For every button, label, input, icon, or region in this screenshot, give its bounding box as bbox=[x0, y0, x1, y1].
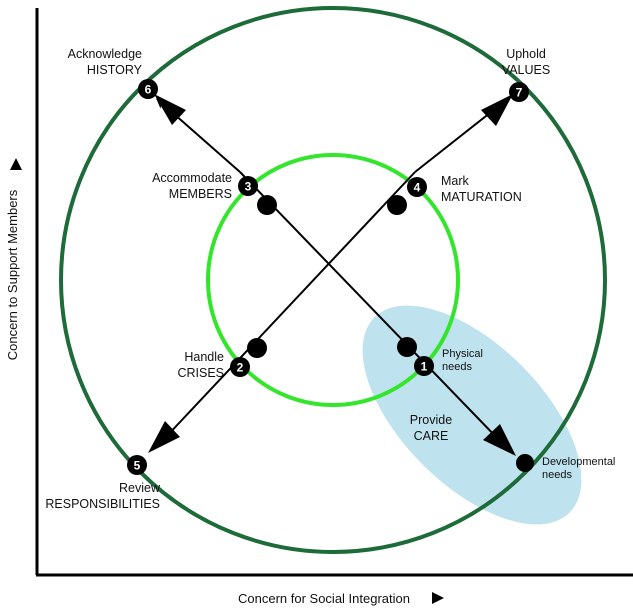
developmental-label-line1: Developmental bbox=[542, 456, 615, 468]
label-3-line2: MEMBERS bbox=[169, 187, 232, 201]
outer-circle bbox=[59, 6, 607, 554]
label-2-line1: Handle bbox=[184, 350, 224, 364]
label-7-line1: Uphold bbox=[506, 47, 546, 61]
y-axis-label: Concern to Support Members bbox=[5, 189, 20, 360]
node-6: 6 bbox=[138, 79, 158, 99]
dot-members-inner bbox=[257, 195, 277, 215]
node-1: 1 bbox=[414, 356, 434, 376]
arrowhead-responsibilities bbox=[148, 421, 180, 453]
x-axis-label: Concern for Social Integration bbox=[238, 591, 410, 606]
diagonal-members-to-care bbox=[239, 171, 501, 442]
label-2-line2: CRISES bbox=[177, 366, 224, 380]
dot-developmental bbox=[516, 454, 534, 472]
dot-crises-inner bbox=[247, 338, 267, 358]
inner-circle bbox=[206, 153, 460, 407]
care-label-line1: Provide bbox=[410, 413, 452, 427]
label-3-line1: Accommodate bbox=[152, 171, 232, 185]
node-3-number: 3 bbox=[245, 180, 252, 194]
node-2: 2 bbox=[230, 357, 250, 377]
node-3: 3 bbox=[238, 176, 258, 196]
label-5-line2: RESPONSIBILITIES bbox=[45, 497, 160, 511]
node-2-number: 2 bbox=[237, 361, 244, 375]
x-axis-arrow-icon bbox=[432, 592, 444, 604]
dot-care-inner bbox=[397, 337, 417, 357]
node-4-number: 4 bbox=[414, 181, 421, 195]
node-7-number: 7 bbox=[516, 86, 523, 100]
dot-maturation-inner bbox=[387, 195, 407, 215]
node-1-number: 1 bbox=[421, 360, 428, 374]
label-6-line2: HISTORY bbox=[87, 63, 143, 77]
node-7: 7 bbox=[509, 82, 529, 102]
y-axis-arrow-icon bbox=[10, 158, 22, 170]
developmental-label-line2: needs bbox=[542, 469, 572, 481]
arrowhead-history bbox=[154, 94, 186, 125]
label-1-line2: needs bbox=[442, 361, 472, 373]
label-1-line1: Physical bbox=[442, 348, 483, 360]
care-label-line2: CARE bbox=[414, 429, 449, 443]
label-4-line2: MATURATION bbox=[441, 190, 522, 204]
arrowhead-developmental bbox=[483, 424, 516, 456]
node-5-number: 5 bbox=[134, 459, 141, 473]
label-7-line2: VALUES bbox=[502, 63, 550, 77]
label-5-line1: Review bbox=[119, 481, 161, 495]
node-5: 5 bbox=[127, 455, 147, 475]
node-4: 4 bbox=[407, 177, 427, 197]
arrow-to-values bbox=[414, 104, 501, 173]
node-6-number: 6 bbox=[145, 83, 152, 97]
arrowhead-values bbox=[481, 94, 513, 126]
label-4-line1: Mark bbox=[441, 174, 470, 188]
label-6-line1: Acknowledge bbox=[68, 47, 142, 61]
care-ellipse bbox=[362, 305, 582, 525]
diagonal-maturation-to-crises bbox=[164, 171, 416, 439]
